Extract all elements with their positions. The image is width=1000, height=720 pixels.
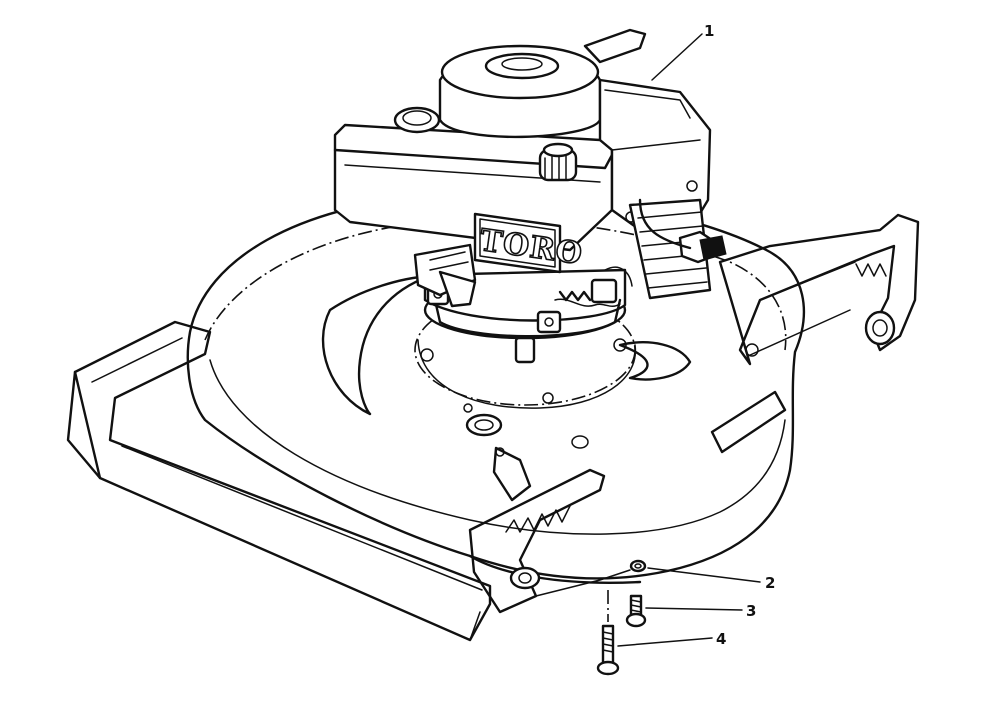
mower-deck xyxy=(186,192,806,584)
callout-2: 2 xyxy=(765,574,775,592)
hardware-parts xyxy=(596,559,647,676)
callout-leaders xyxy=(617,33,761,647)
bolt-short xyxy=(625,594,647,628)
callout-4: 4 xyxy=(716,630,726,648)
engine-assembly xyxy=(333,28,727,364)
callout-1: 1 xyxy=(704,22,714,40)
height-adjuster-right xyxy=(718,213,920,366)
front-bumper-bar xyxy=(66,320,492,642)
callout-3: 3 xyxy=(746,602,756,620)
bolt-long xyxy=(596,624,620,676)
height-adjuster-left xyxy=(468,446,631,614)
